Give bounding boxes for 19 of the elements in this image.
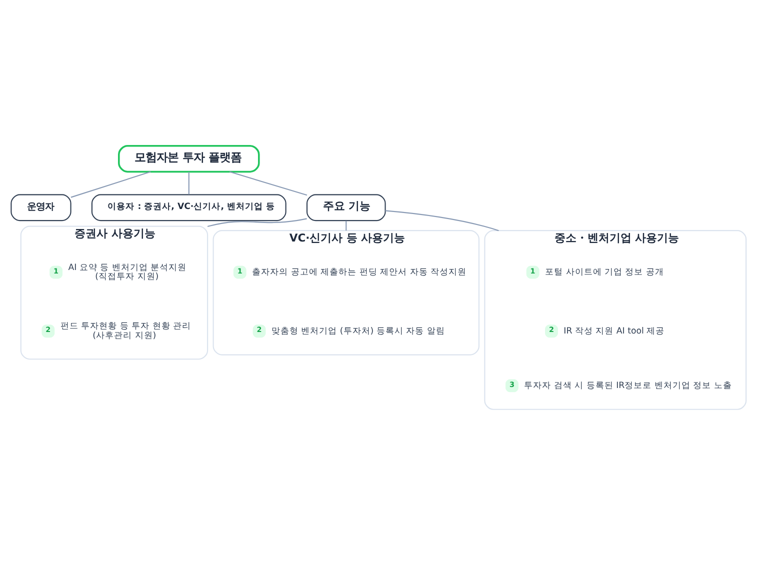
- node-label: 포털 사이트에 기업 정보 공개: [545, 267, 664, 278]
- node-label: IR 작성 지원 AI tool 제공: [564, 326, 665, 336]
- connector: [385, 210, 499, 232]
- connector: [188, 172, 190, 194]
- node-label: 맞춤형 벤처기업 (투자처) 등록시 자동 알림: [271, 326, 445, 336]
- connector: [229, 171, 308, 196]
- node-label: (사후관리 지원): [92, 331, 156, 342]
- connector: [207, 218, 307, 227]
- node-label: 출자자의 공고에 제출하는 펀딩 제안서 자동 작성지원: [252, 267, 466, 278]
- node-box: 운영자: [10, 194, 72, 222]
- node-label: (직접투자 지원): [95, 272, 159, 282]
- node-box: 모험자본 투자 플랫폼: [118, 144, 260, 173]
- node-box: 주요 기능: [306, 194, 386, 222]
- node-label: 펀드 투자현황 등 투자 현황 관리: [60, 322, 192, 332]
- node-label: AI 요약 등 벤처기업 분석지원: [68, 262, 187, 273]
- connector: [346, 220, 347, 231]
- node-label: 투자자 검색 시 등록된 IR정보로 벤처기업 정보 노출: [524, 380, 732, 391]
- node-box: 이용자 : 증권사, VC·신기사, 벤처기업 등: [91, 194, 286, 222]
- connector: [70, 171, 151, 198]
